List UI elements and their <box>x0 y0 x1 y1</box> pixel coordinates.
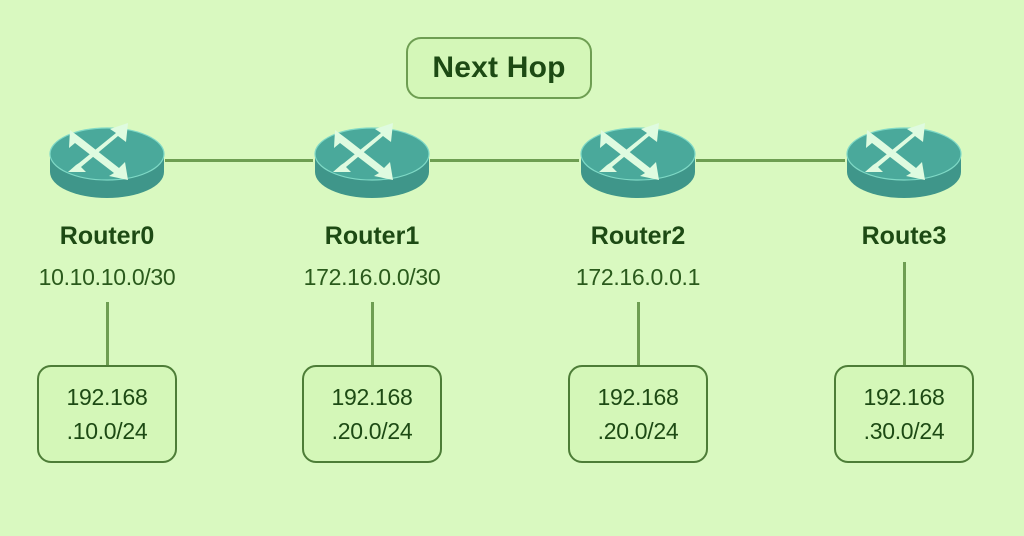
lan-subnet-line2-route3: .30.0/24 <box>863 418 945 444</box>
drop-line-route3 <box>903 262 906 366</box>
drop-line-router2 <box>637 302 640 366</box>
lan-subnet-line2-router0: .10.0/24 <box>66 418 148 444</box>
router-icon-router0[interactable] <box>48 110 166 198</box>
router-icon-route3[interactable] <box>845 110 963 198</box>
drop-line-router0 <box>106 302 109 366</box>
router-icon-router1[interactable] <box>313 110 431 198</box>
lan-subnet-box-route3: 192.168 .30.0/24 <box>834 365 974 463</box>
lan-subnet-line1-router2: 192.168 <box>597 384 679 410</box>
lan-subnet-box-router2: 192.168 .20.0/24 <box>568 365 708 463</box>
router1-subnet: 172.16.0.0/30 <box>303 264 441 290</box>
lan-subnet-line1-router1: 192.168 <box>331 384 413 410</box>
drop-line-router1 <box>371 302 374 366</box>
link-router0-router1 <box>165 159 313 162</box>
lan-subnet-box-router1: 192.168 .20.0/24 <box>302 365 442 463</box>
next-hop-label: Next Hop <box>432 51 566 84</box>
router-icon-router2[interactable] <box>579 110 697 198</box>
lan-subnet-line2-router2: .20.0/24 <box>597 418 679 444</box>
lan-subnet-box-router0: 192.168 .10.0/24 <box>37 365 177 463</box>
router1-name: Router1 <box>324 222 420 250</box>
router0-name: Router0 <box>59 222 155 250</box>
link-router1-router2 <box>430 159 579 162</box>
lan-subnet-line2-router1: .20.0/24 <box>331 418 413 444</box>
lan-subnet-line1-router0: 192.168 <box>66 384 148 410</box>
route3-name: Route3 <box>861 222 947 250</box>
router2-name: Router2 <box>590 222 686 250</box>
next-hop-badge: Next Hop <box>406 37 592 99</box>
link-router2-route3 <box>696 159 845 162</box>
lan-subnet-line1-route3: 192.168 <box>863 384 945 410</box>
router2-subnet: 172.16.0.0.1 <box>575 264 701 290</box>
router0-subnet: 10.10.10.0/30 <box>38 264 176 290</box>
